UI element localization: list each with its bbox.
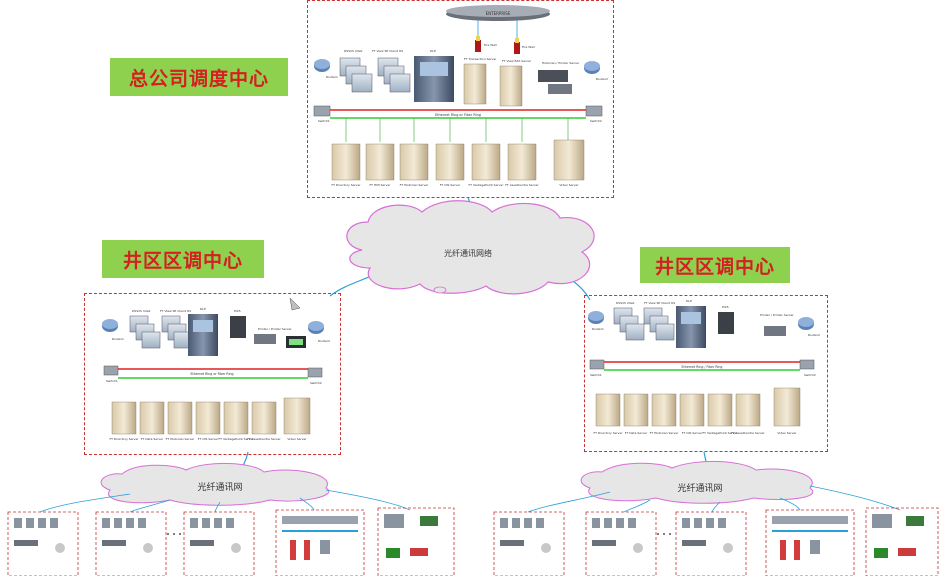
main-fiber-cloud — [346, 200, 595, 295]
hq-device-label: Historian / Printer Server — [542, 61, 580, 65]
hq-server-label: FT Historian Server — [400, 183, 429, 187]
hq-enterprise-text: ENTERPRISE — [486, 11, 511, 16]
west-server-label: Video Server — [287, 437, 307, 441]
west-server-icons — [111, 397, 311, 435]
west-server-label: FT VantagePoint Server — [218, 437, 254, 441]
east-router-label: Router2 — [808, 333, 820, 337]
east-server-label: FT Historian Server — [650, 431, 679, 435]
east-device-label: DLP — [686, 299, 692, 303]
east-device-label: DSS/IS Intell — [616, 301, 635, 305]
east-network-panel — [584, 295, 828, 452]
west-device-label: DLP — [200, 307, 206, 311]
east-ethernet-ring — [604, 361, 800, 371]
hq-switch-icon — [313, 105, 603, 117]
west-router-icon — [102, 319, 324, 334]
hq-ethernet-ring — [330, 109, 586, 119]
east-device-label: PIC5 — [722, 305, 729, 309]
west-device-label: PIC5 — [234, 309, 241, 313]
west-ring-label: Ethernet Ring or Fiber Ring — [190, 372, 233, 376]
east-router-label: Router1 — [592, 327, 604, 331]
west-server-label: FT OIS Server — [198, 437, 219, 441]
field-station-panels — [7, 507, 939, 576]
main-cloud-label: 光纤通讯网络 — [444, 248, 492, 258]
east-fiber-cloud — [580, 461, 814, 504]
hq-device-label: FT View SE Client OS — [372, 49, 403, 53]
west-router-label: Router2 — [318, 339, 330, 343]
east-cloud-label: 光纤通讯网 — [677, 482, 722, 494]
hq-enterprise-banner — [446, 5, 550, 21]
hq-switch-label: Switch1 — [318, 119, 330, 123]
hq-server-label: FT OIS Server — [440, 183, 461, 187]
east-device-label: Printer / Printer Server — [760, 313, 794, 317]
hq-ring-label: Ethernet Ring or Fiber Ring — [435, 113, 481, 117]
hq-server-label: Video Server — [559, 183, 579, 187]
hq-server-label: FT AssetCentre Server — [505, 183, 539, 187]
west-server-label: FT Data Server — [141, 437, 164, 441]
hq-server-label: FT VantagePoint Server — [468, 183, 504, 187]
west-switch-label: Switch1 — [106, 379, 118, 383]
hq-workstation-icons — [339, 56, 572, 107]
hq-router-label: Router1 — [326, 75, 338, 79]
west-ethernet-ring — [118, 368, 308, 379]
hq-firewall-label: Fire Wall — [484, 43, 497, 47]
east-server-icons — [595, 387, 801, 427]
east-server-label: Video Server — [777, 431, 797, 435]
east-server-label: FT Directory Server — [593, 431, 623, 435]
west-workstation-icons — [129, 297, 306, 356]
field-station-equipment — [14, 514, 924, 560]
hq-switch-label: Switch2 — [590, 119, 602, 123]
hq-network-panel — [307, 0, 614, 198]
west-device-label: DSS/IS Intell — [132, 309, 151, 313]
east-server-label: FT VantagePoint Server — [702, 431, 738, 435]
hq-firewall-label: Fire Wall — [522, 45, 535, 49]
east-router-icon — [588, 311, 814, 330]
east-ring-label: Ethernet Ring / Fiber Ring — [682, 365, 723, 369]
east-device-label: FT View SE Client OS — [644, 301, 675, 305]
hq-server-icons — [331, 139, 585, 181]
hq-dispatch-center-label: 总公司调度中心 — [110, 58, 288, 96]
west-server-label: FT Historian Server — [166, 437, 195, 441]
west-server-label: FT Directory Server — [109, 437, 139, 441]
east-switch-label: Switch1 — [590, 373, 602, 377]
hq-device-label: DLP — [430, 49, 436, 53]
west-switch-icon — [103, 365, 323, 378]
hq-router-icon — [314, 59, 600, 74]
hq-server-drops — [345, 118, 569, 142]
west-cloud-label: 光纤通讯网 — [197, 481, 242, 493]
hq-server-label: FT HMI Server — [370, 183, 392, 187]
hq-device-label: DSS/IS Intell — [344, 49, 363, 53]
east-workstation-icons — [613, 306, 786, 348]
hq-device-label: FT Transaction Server — [464, 57, 497, 61]
west-device-label: Printer / Printer Server — [258, 327, 292, 331]
hq-device-label: FT View Edit Server — [502, 59, 532, 63]
hq-router-label: Router2 — [596, 77, 608, 81]
west-fiber-cloud — [100, 463, 330, 506]
east-server-label: FT OIS Server — [682, 431, 703, 435]
east-server-label: FT Data Server — [625, 431, 648, 435]
west-server-label: FT AssetCentre Server — [247, 437, 281, 441]
east-server-label: FT AssetCentre Server — [731, 431, 765, 435]
more-stations-dots — [167, 533, 671, 535]
east-switch-icon — [589, 359, 815, 370]
hq-firewall-icon — [475, 20, 520, 54]
west-switch-label: Switch2 — [310, 381, 322, 385]
west-device-label: FT View SE Client OS — [160, 309, 191, 313]
east-switch-label: Switch2 — [804, 373, 816, 377]
east-dispatch-center-label: 井区区调中心 — [640, 247, 790, 283]
west-network-panel — [84, 293, 341, 455]
west-dispatch-center-label: 井区区调中心 — [102, 240, 264, 278]
west-router-label: Router1 — [112, 337, 124, 341]
hq-server-label: FT Directory Server — [331, 183, 361, 187]
